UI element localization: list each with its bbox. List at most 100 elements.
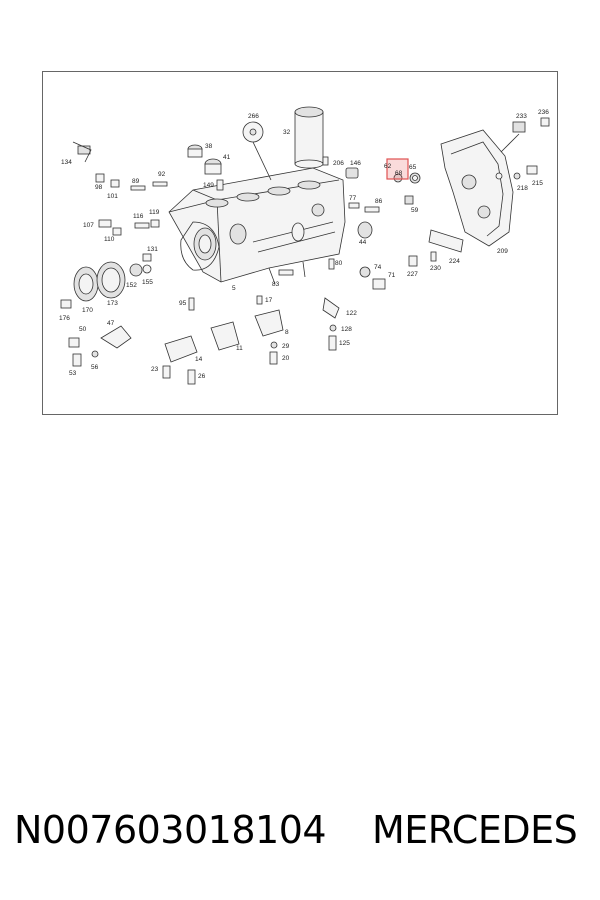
bolt-86-drawing	[364, 206, 380, 213]
label-47: 47	[107, 320, 115, 327]
bolt-236-drawing	[540, 117, 550, 127]
label-56: 56	[91, 364, 99, 371]
label-95: 95	[179, 300, 187, 307]
washer-74-drawing	[359, 266, 371, 278]
label-59: 59	[411, 207, 419, 214]
label-86: 86	[375, 198, 383, 205]
label-65: 65	[409, 164, 417, 171]
label-125: 125	[339, 340, 350, 347]
label-5: 5	[232, 285, 236, 292]
washer-56-drawing	[91, 350, 99, 358]
washer-155-drawing	[142, 264, 152, 274]
label-170: 170	[82, 307, 93, 314]
plate-224-drawing	[428, 229, 464, 253]
label-230: 230	[430, 265, 441, 272]
label-116: 116	[133, 213, 144, 220]
label-32: 32	[283, 129, 291, 136]
label-110: 110	[104, 236, 115, 243]
label-146: 146	[350, 160, 361, 167]
label-20: 20	[282, 355, 290, 362]
bolt-227-drawing	[408, 255, 418, 267]
label-224: 224	[449, 258, 460, 265]
label-155: 155	[142, 279, 153, 286]
seal-rings-drawing	[60, 261, 126, 309]
nut-152-drawing	[129, 263, 143, 277]
bolt-53-drawing	[72, 353, 82, 367]
label-131: 131	[147, 246, 158, 253]
nozzle-122-drawing	[322, 297, 340, 319]
bolt-26-drawing	[187, 369, 196, 385]
label-149: 149	[203, 182, 214, 189]
label-152: 152	[126, 282, 137, 289]
label-68: 68	[395, 170, 403, 177]
disc-266-drawing	[242, 121, 272, 181]
cylinder-liner-drawing	[294, 106, 324, 169]
washer-128-drawing	[329, 324, 337, 332]
bolt-125-drawing	[328, 335, 337, 351]
label-218: 218	[517, 185, 528, 192]
label-44: 44	[359, 239, 367, 246]
pin-95-drawing	[188, 297, 195, 311]
label-266: 266	[248, 113, 259, 120]
label-122: 122	[346, 310, 357, 317]
pin-77-drawing	[348, 202, 360, 209]
plugs-drawing	[187, 144, 224, 191]
label-50: 50	[79, 326, 87, 333]
label-62: 62	[384, 163, 392, 170]
label-53: 53	[69, 370, 77, 377]
exploded-parts-diagram: 266 32 38 41 206 146 62 68 65 59 233 236…	[59, 106, 550, 385]
left-small-parts-drawing	[72, 141, 168, 236]
label-71: 71	[388, 272, 396, 279]
label-107: 107	[83, 222, 94, 229]
bearing-cap-8-drawing	[254, 309, 284, 337]
label-206: 206	[333, 160, 344, 167]
label-74: 74	[374, 264, 382, 271]
pin-206-drawing	[322, 156, 329, 166]
part-number: N007603018104	[14, 808, 327, 852]
label-98: 98	[95, 184, 103, 191]
bolt-83-drawing	[278, 269, 294, 276]
caption-bar: N007603018104 MERCEDES	[0, 808, 600, 858]
parts-diagram-frame: 266 32 38 41 206 146 62 68 65 59 233 236…	[42, 71, 558, 415]
label-209: 209	[497, 248, 508, 255]
label-29: 29	[282, 343, 290, 350]
callout-labels: 266 32 38 41 206 146 62 68 65 59 233 236…	[59, 109, 549, 380]
label-8: 8	[285, 329, 289, 336]
bolt-50-drawing	[68, 337, 80, 348]
plug-131-drawing	[142, 253, 152, 262]
highlight-box-68	[386, 158, 409, 180]
label-176: 176	[59, 315, 70, 322]
plug-71-drawing	[372, 278, 386, 290]
label-119: 119	[149, 209, 160, 216]
washer-218-drawing	[513, 172, 521, 180]
bolt-20-drawing	[269, 351, 278, 365]
label-26: 26	[198, 373, 206, 380]
label-17: 17	[265, 297, 273, 304]
label-101: 101	[107, 193, 118, 200]
sensor-233-drawing	[512, 121, 526, 133]
brand-name: MERCEDES	[372, 808, 578, 852]
label-38: 38	[205, 143, 213, 150]
label-236: 236	[538, 109, 549, 116]
label-215: 215	[532, 180, 543, 187]
label-80: 80	[335, 260, 343, 267]
seal-44-drawing	[357, 221, 373, 239]
washer-29-drawing	[270, 341, 278, 349]
label-77: 77	[349, 195, 357, 202]
bolt-230-drawing	[430, 251, 437, 262]
bearing-cap-14-drawing	[164, 335, 198, 363]
label-128: 128	[341, 326, 352, 333]
timing-cover-209-drawing	[440, 129, 514, 247]
label-89: 89	[132, 178, 140, 185]
label-41: 41	[223, 154, 231, 161]
label-11: 11	[236, 345, 243, 352]
label-23: 23	[151, 366, 159, 373]
bearing-cap-47-drawing	[100, 325, 132, 349]
label-134: 134	[61, 159, 72, 166]
label-173: 173	[107, 300, 118, 307]
label-83: 83	[272, 281, 280, 288]
label-227: 227	[407, 271, 418, 278]
label-14: 14	[195, 356, 203, 363]
seal-group-68-drawing	[393, 172, 421, 205]
plug-215-drawing	[526, 165, 538, 175]
